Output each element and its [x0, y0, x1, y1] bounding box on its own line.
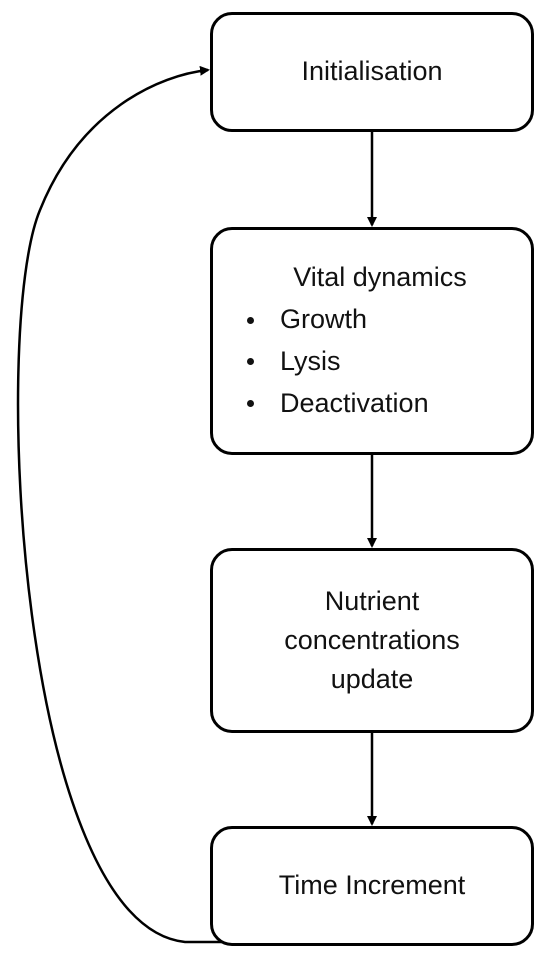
initialisation-label: Initialisation [301, 56, 443, 87]
nutrient-line-1: Nutrient [324, 585, 420, 616]
nutrient-line-2: concentrations [284, 624, 460, 655]
bullet-icon [247, 400, 254, 408]
vital-dynamics-title: Vital dynamics [293, 262, 467, 293]
nutrient-line-3: update [330, 664, 414, 695]
list-item: Growth [247, 299, 513, 341]
bullet-icon [247, 358, 254, 366]
vital-dynamics-list: Growth Lysis Deactivation [247, 299, 513, 425]
list-item: Lysis [247, 341, 513, 383]
list-item-label: Lysis [280, 346, 341, 376]
list-item-label: Growth [280, 304, 368, 335]
time-increment-box: Time Increment [210, 826, 534, 946]
bullet-icon [247, 316, 254, 324]
vital-dynamics-box: Vital dynamics Growth Lysis Deactivation [210, 227, 534, 455]
nutrient-update-box: Nutrient concentrations update [210, 548, 534, 733]
loop-arrow-time-to-init [16, 65, 250, 944]
nutrient-update-label: Nutrient concentrations update [268, 582, 476, 699]
list-item-label: Deactivation [280, 387, 429, 418]
time-increment-label: Time Increment [278, 870, 466, 901]
list-item: Deactivation [247, 383, 513, 425]
initialisation-box: Initialisation [210, 12, 534, 132]
